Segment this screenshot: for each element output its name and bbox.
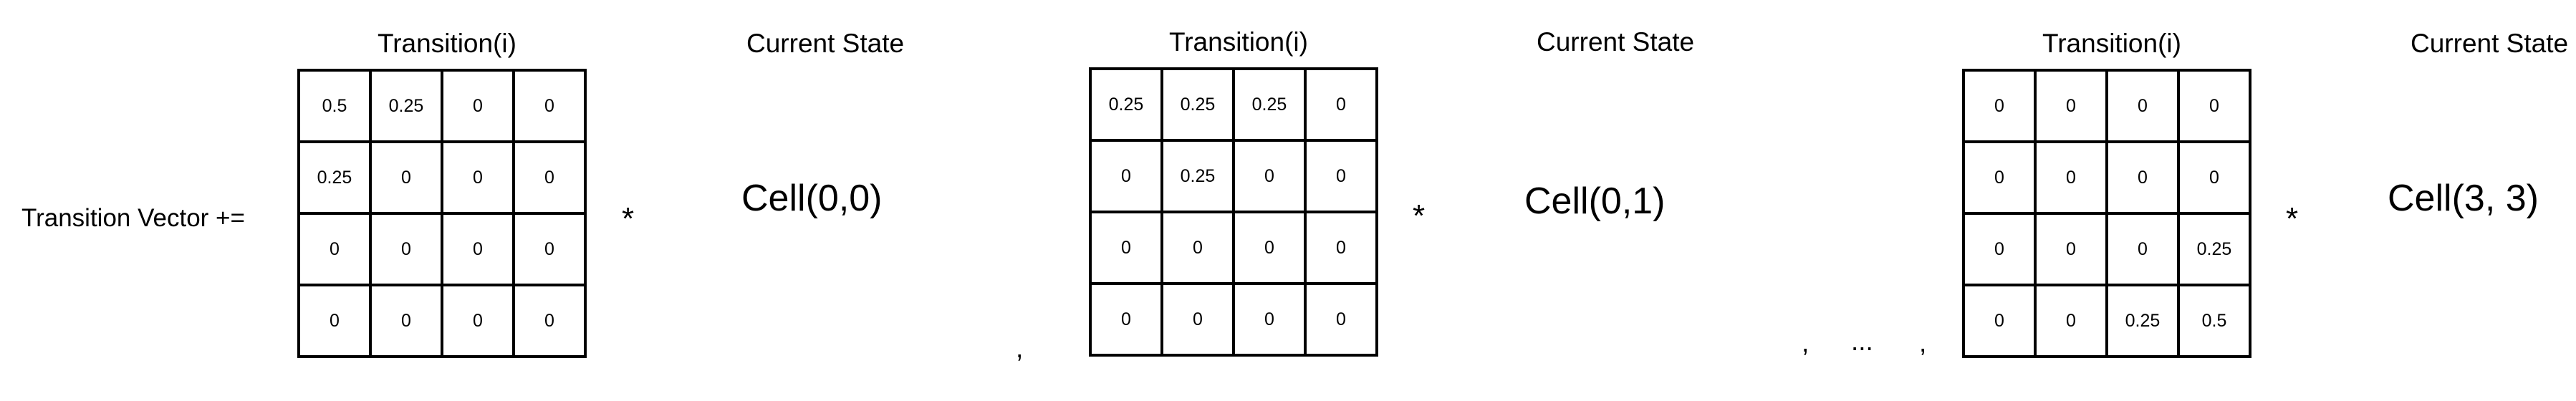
matrix-cell: 0 [2037, 143, 2108, 215]
matrix-title: Transition(i) [1169, 27, 1308, 57]
matrix-cell: 0 [1163, 285, 1235, 357]
matrix-cell: 0 [443, 143, 515, 215]
state-title: Current State [746, 29, 905, 58]
matrix-cell: 0 [1965, 143, 2037, 215]
multiply-operator: * [622, 201, 635, 236]
matrix-cell: 0.5 [2180, 286, 2251, 358]
separator-comma: , [1919, 328, 1927, 357]
matrix-cell: 0 [1965, 215, 2037, 286]
matrix-cell: 0 [2108, 72, 2180, 143]
separator-comma: , [1016, 334, 1024, 363]
matrix-cell: 0 [2108, 215, 2180, 286]
cell-label: Cell(0,0) [741, 178, 883, 219]
matrix-cell: 0 [1092, 213, 1163, 285]
matrix-cell: 0 [2108, 143, 2180, 215]
matrix-cell: 0 [443, 215, 515, 286]
matrix-cell: 0 [515, 286, 587, 358]
matrix-cell: 0 [300, 215, 372, 286]
matrix-cell: 0 [1092, 142, 1163, 213]
matrix-cell: 0 [372, 286, 443, 358]
matrix-cell: 0 [1965, 286, 2037, 358]
matrix-cell: 0 [1307, 70, 1378, 142]
matrix-cell: 0.25 [2108, 286, 2180, 358]
matrix-cell: 0 [372, 143, 443, 215]
matrix-cell: 0 [1092, 285, 1163, 357]
matrix-cell: 0 [1307, 142, 1378, 213]
matrix-cell: 0 [1235, 142, 1307, 213]
multiply-operator: * [1413, 198, 1426, 233]
transition-vector-label: Transition Vector += [21, 204, 245, 232]
matrix-cell: 0.25 [2180, 215, 2251, 286]
cell-label: Cell(0,1) [1524, 180, 1666, 222]
matrix-cell: 0 [2037, 215, 2108, 286]
matrix-cell: 0 [1163, 213, 1235, 285]
separator-comma: , [1802, 328, 1810, 357]
matrix-cell: 0.25 [1092, 70, 1163, 142]
matrix-title: Transition(i) [2042, 29, 2181, 58]
matrix-cell: 0 [443, 286, 515, 358]
matrix-cell: 0.25 [1163, 70, 1235, 142]
matrix-cell: 0 [1235, 213, 1307, 285]
matrix-cell: 0 [443, 72, 515, 143]
matrix-cell: 0 [2037, 72, 2108, 143]
matrix-cell: 0.5 [300, 72, 372, 143]
matrix-cell: 0.25 [372, 72, 443, 143]
matrix-cell: 0 [515, 215, 587, 286]
matrix-cell: 0 [515, 143, 587, 215]
multiply-operator: * [2286, 201, 2299, 236]
ellipsis: ... [1851, 327, 1873, 356]
matrix-cell: 0 [515, 72, 587, 143]
matrix-cell: 0 [2037, 286, 2108, 358]
matrix-cell: 0 [1235, 285, 1307, 357]
matrix-cell: 0 [1307, 285, 1378, 357]
matrix-cell: 0.25 [1235, 70, 1307, 142]
matrix-cell: 0 [2180, 72, 2251, 143]
matrix-cell: 0 [1965, 72, 2037, 143]
matrix-cell: 0.25 [1163, 142, 1235, 213]
state-title: Current State [2411, 29, 2569, 58]
matrix-cell: 0.25 [300, 143, 372, 215]
matrix-cell: 0 [372, 215, 443, 286]
cell-label: Cell(3, 3) [2388, 178, 2539, 219]
matrix-title: Transition(i) [378, 29, 516, 58]
state-title: Current State [1537, 27, 1695, 57]
matrix-cell: 0 [1307, 213, 1378, 285]
matrix-cell: 0 [2180, 143, 2251, 215]
matrix-cell: 0 [300, 286, 372, 358]
